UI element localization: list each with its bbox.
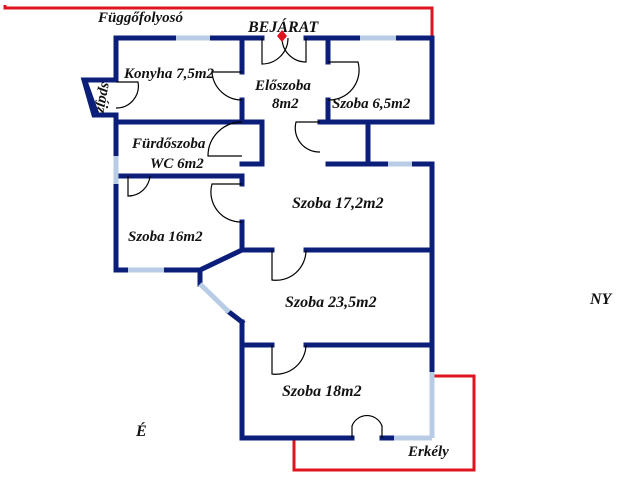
label-room-17: Szoba 17,2m2 [292,195,384,212]
balcony-outline [292,374,476,472]
entrance-marker-icon [277,30,287,42]
walls [80,35,435,441]
doors [115,37,383,438]
label-east: NY [589,291,613,308]
label-entrance: BEJÁRAT [247,17,319,36]
label-room-small: Szoba 6,5m2 [332,96,411,112]
label-bath-area: WC 6m2 [150,156,204,172]
label-hall-name: Előszoba [254,78,311,94]
label-balcony: Erkély [407,444,449,460]
windows [113,35,435,441]
label-pantry: spájz [93,80,114,114]
label-room-23: Szoba 23,5m2 [285,294,377,311]
label-room-18: Szoba 18m2 [282,383,362,400]
label-bath-name: Fürdőszoba [131,136,206,152]
label-kitchen: Konyha 7,5m2 [123,66,215,82]
corridor-outline [3,5,434,36]
label-west: É [135,421,147,440]
label-corridor: Függőfolyosó [97,10,183,26]
label-room-16: Szoba 16m2 [128,229,203,245]
label-hall-area: 8m2 [272,96,299,112]
